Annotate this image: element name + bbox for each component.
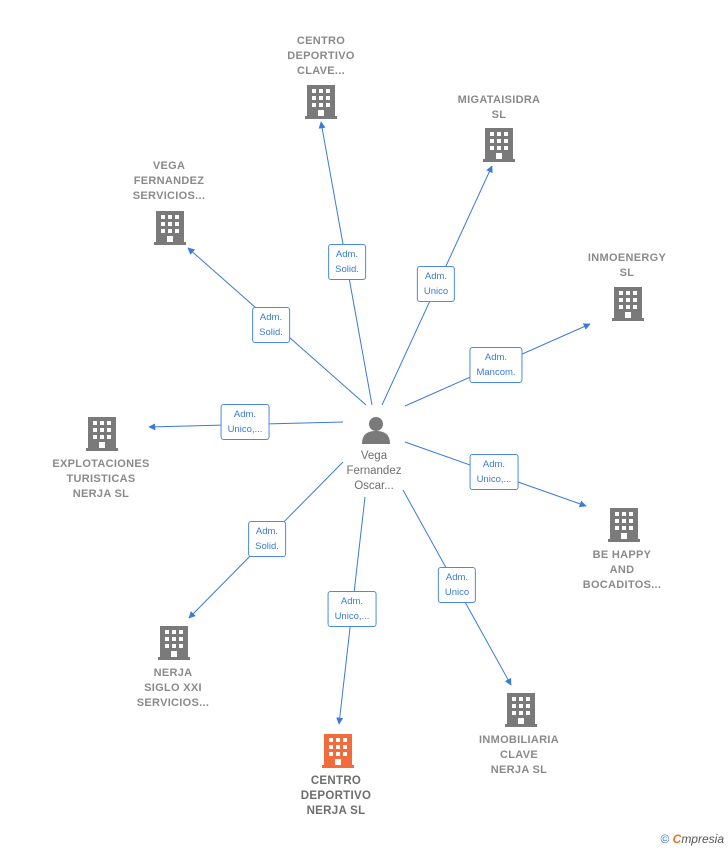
company-label-explotaciones-turisticas[interactable]: EXPLOTACIONES TURISTICAS NERJA SL [52,458,150,500]
person-icon[interactable] [362,417,390,444]
company-label-centro-deportivo-nerja[interactable]: CENTRO DEPORTIVO NERJA SL [300,775,372,817]
copyright-symbol: © [660,832,670,846]
brand-footer: © Cmpresia [660,832,724,846]
company-label-centro-deportivo-clave[interactable]: CENTRO DEPORTIVO CLAVE... [287,35,355,77]
edge-label-inmobiliaria-clave[interactable]: Adm. Unico [437,567,477,603]
building-icon[interactable] [305,85,337,119]
edge-label-centro-deportivo-nerja[interactable]: Adm. Unico,... [327,591,377,627]
company-label-vega-fernandez-servicios[interactable]: VEGA FERNANDEZ SERVICIOS... [132,160,206,202]
person-name[interactable]: Vega Fernandez Oscar... [346,450,402,492]
edge-label-inmoenergy[interactable]: Adm. Mancom. [469,347,523,383]
company-label-inmoenergy[interactable]: INMOENERGY SL [587,252,667,279]
edge-label-vega-fernandez-servicios[interactable]: Adm. Solid. [252,307,290,343]
company-label-be-happy[interactable]: BE HAPPY AND BOCADITOS... [582,549,662,591]
edge-label-explotaciones-turisticas[interactable]: Adm. Unico,... [220,404,270,440]
building-icon[interactable] [612,287,644,321]
edge-label-be-happy[interactable]: Adm. Unico,... [469,454,519,490]
building-icon[interactable] [86,417,118,451]
building-icon[interactable] [322,734,354,768]
building-icon[interactable] [608,508,640,542]
building-icon[interactable] [154,211,186,245]
company-label-migataisidra[interactable]: MIGATAISIDRA SL [457,94,541,121]
edge-label-migataisidra[interactable]: Adm. Unico [416,266,456,302]
brand-logo: Cmpresia [672,832,724,846]
building-icon[interactable] [483,128,515,162]
company-label-nerja-siglo-xxi[interactable]: NERJA SIGLO XXI SERVICIOS... [136,667,210,709]
edge-label-centro-deportivo-clave[interactable]: Adm. Solid. [328,244,366,280]
building-icon[interactable] [505,693,537,727]
edge-label-nerja-siglo-xxi[interactable]: Adm. Solid. [248,521,286,557]
company-label-inmobiliaria-clave[interactable]: INMOBILIARIA CLAVE NERJA SL [479,734,559,776]
building-icon[interactable] [158,626,190,660]
